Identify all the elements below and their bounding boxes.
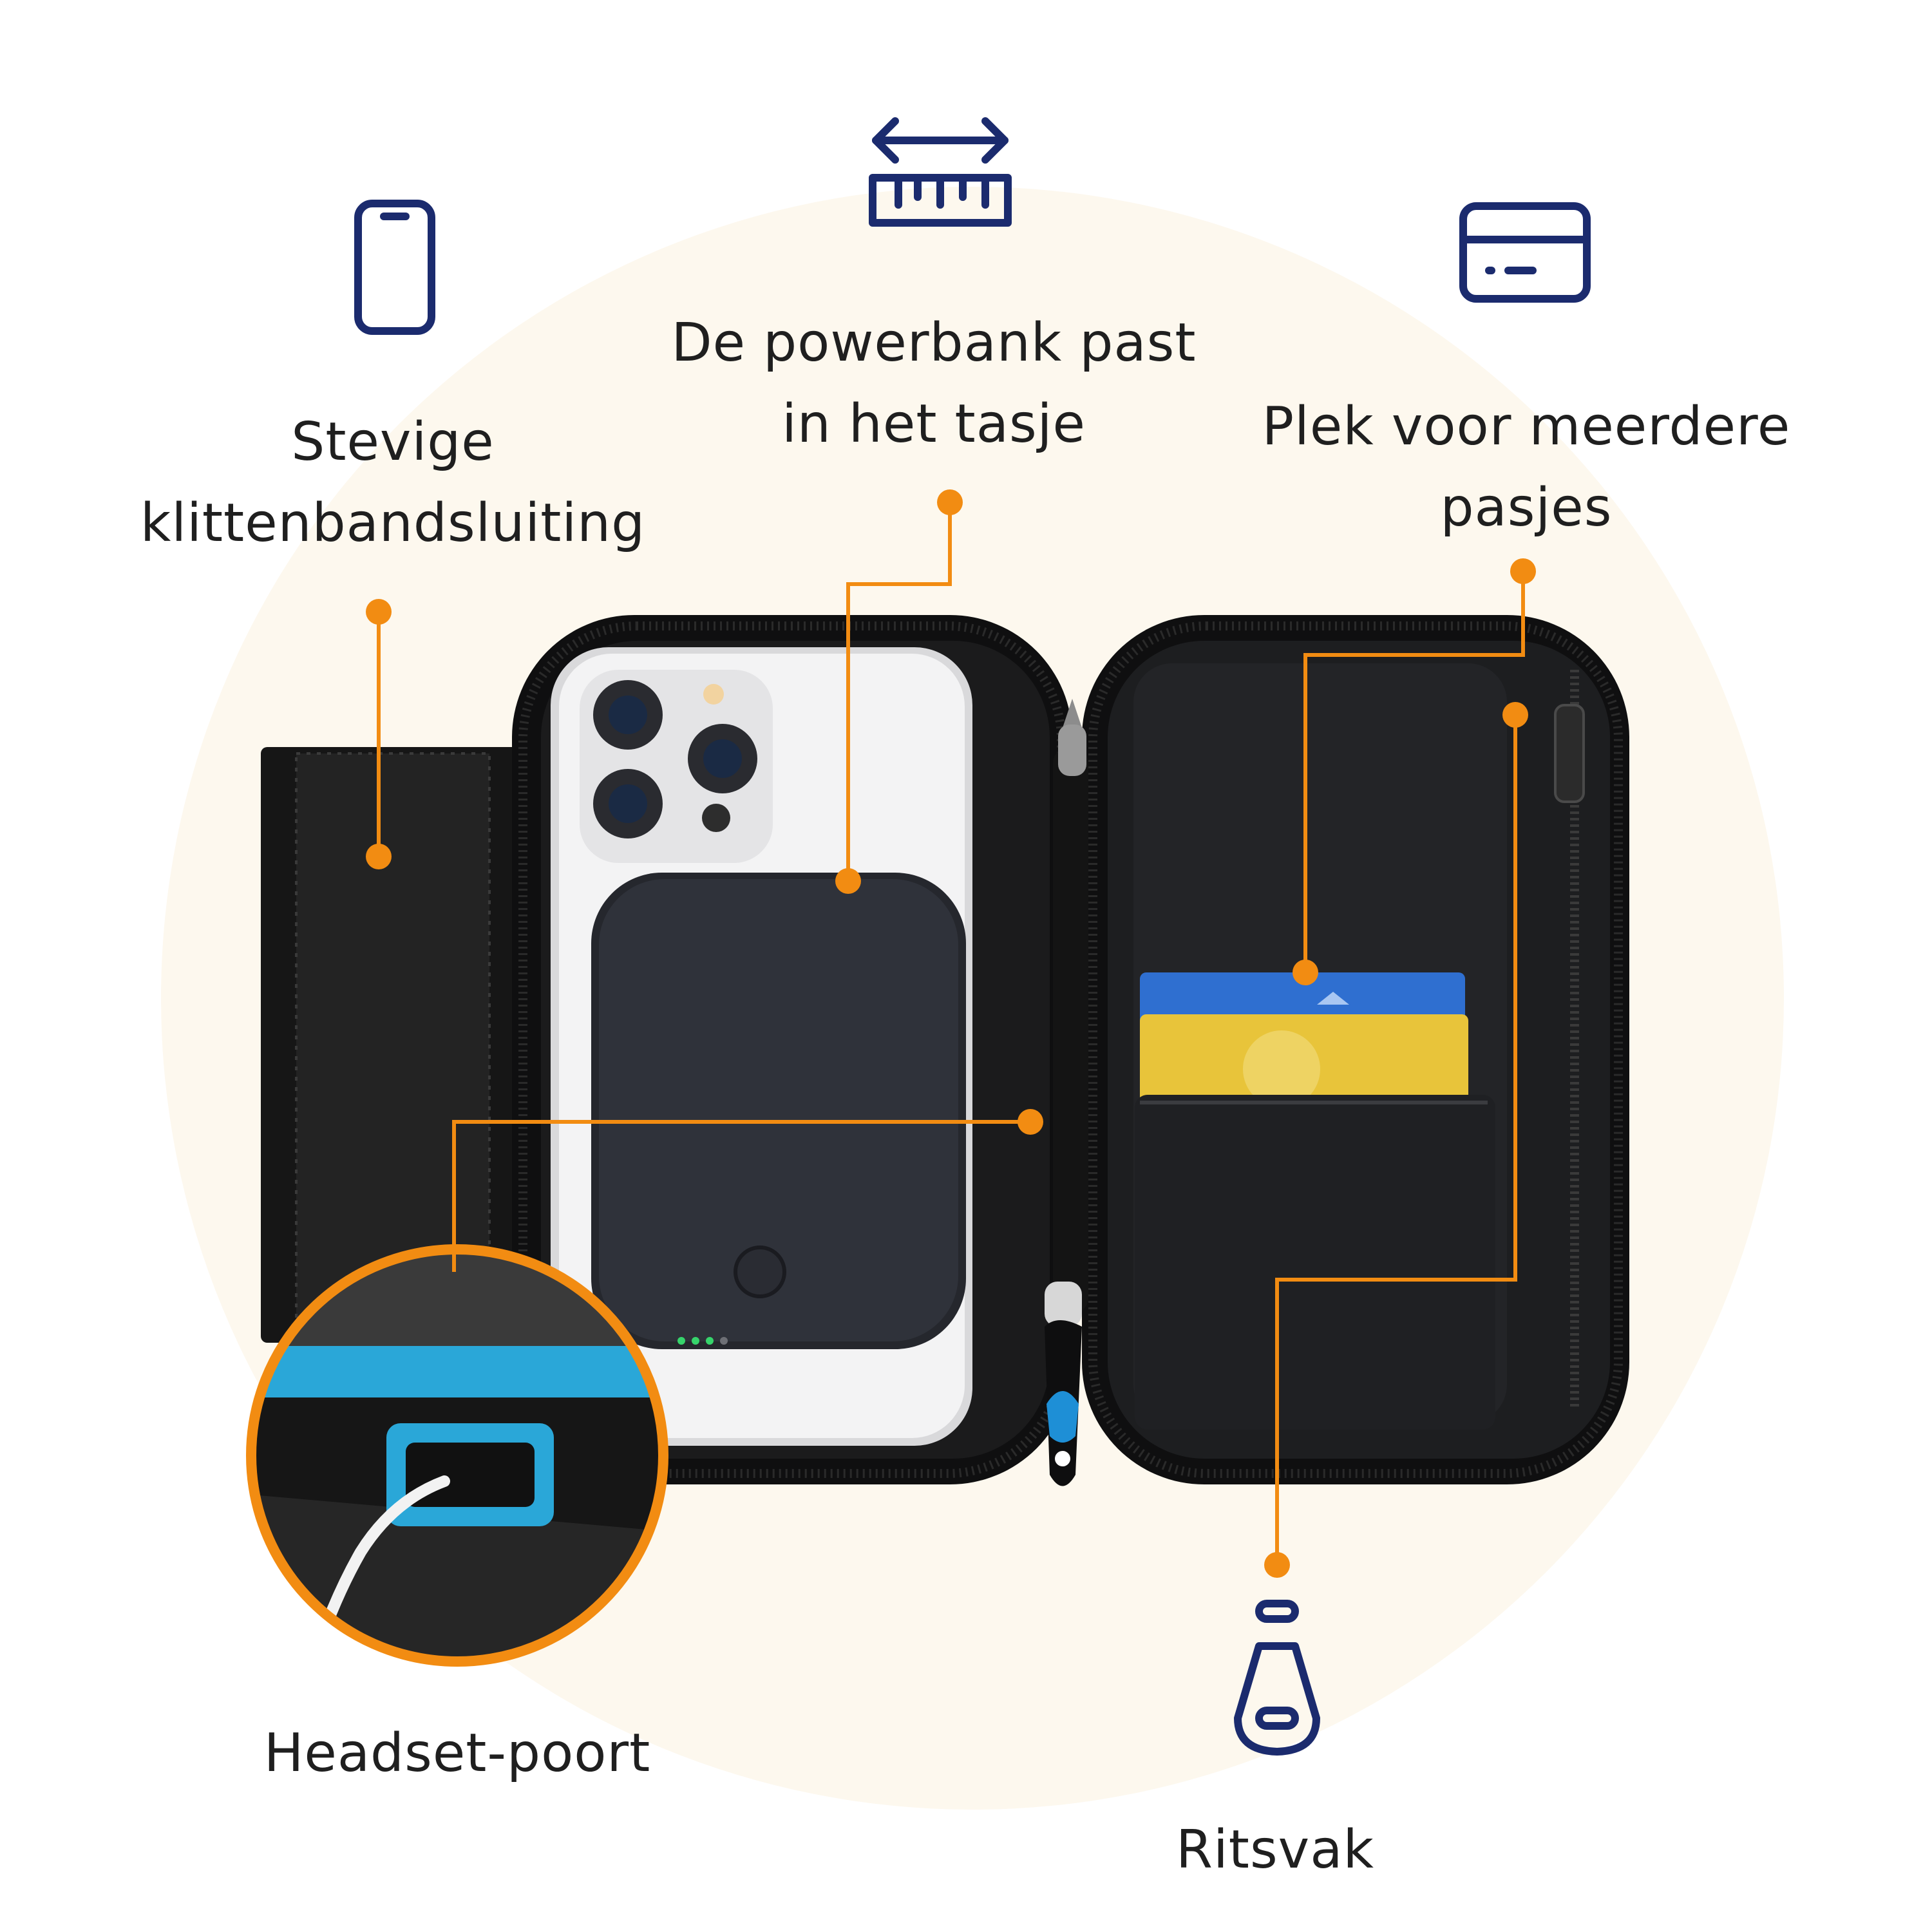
callout-dot [937,489,963,515]
callout-dot [835,868,861,894]
callout-line-zip [1275,715,1517,1565]
callout-line-headset [452,1120,1030,1272]
label-zip-text: Ritsvak [1176,1819,1374,1880]
label-cards-line-1: Plek voor meerdere [1262,396,1791,457]
callout-lines [377,502,1525,1565]
product-case [261,615,1629,1486]
velcro-strap [261,747,525,1343]
label-closure: Stevige klittenbandsluiting [84,402,702,564]
zipper-pull-icon [1234,1600,1320,1756]
callout-dot [1264,1552,1290,1578]
phone-outline-icon [354,200,435,335]
label-zip: Ritsvak [1082,1810,1468,1891]
callout-dots [366,489,1536,1578]
callout-dot [1502,702,1528,728]
powerbank [591,873,966,1349]
label-powerbank-line-1: De powerbank past [671,312,1197,374]
label-powerbank-line-2: in het tasje [782,393,1086,455]
label-closure-line-2: klittenbandsluiting [140,493,646,554]
label-headset-text: Headset-poort [263,1723,651,1784]
callout-dot [1018,1109,1043,1135]
callout-dot [1293,960,1318,985]
callout-dot [1510,558,1536,584]
label-headset: Headset-poort [193,1713,721,1794]
callout-dot [366,844,392,869]
credit-card-icon [1459,202,1591,303]
callout-line-cards [1303,571,1525,972]
label-cards-line-2: pasjes [1440,477,1613,538]
label-powerbank: De powerbank past in het tasje [612,303,1256,465]
callout-dot [366,599,392,625]
center-zipper [1045,699,1088,1486]
callout-line-powerbank [846,502,952,881]
ruler-width-icon [869,117,1012,227]
label-closure-line-1: Stevige [291,412,495,473]
label-cards: Plek voor meerdere pasjes [1204,386,1848,549]
cards [1135,972,1495,1430]
